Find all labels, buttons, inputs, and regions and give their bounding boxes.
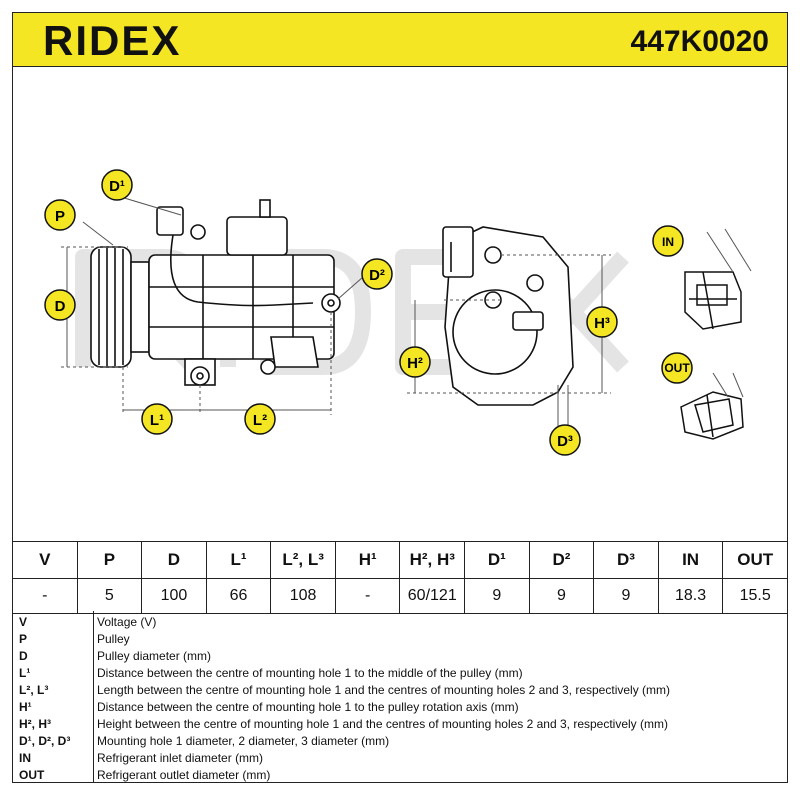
label-h2: H²: [399, 346, 431, 378]
col-header-d3: D³: [593, 541, 659, 579]
header-bar: RIDEX 447K0020: [12, 12, 788, 67]
legend-desc: Height between the centre of mounting ho…: [97, 717, 668, 731]
spec-table-header-row: V P D L¹ L², L³ H¹ H², H³ D¹ D² D³ IN OU…: [12, 541, 788, 579]
value-out: 15.5: [722, 578, 788, 614]
legend-desc: Voltage (V): [97, 615, 157, 629]
value-d: 100: [141, 578, 207, 614]
col-header-l1: L¹: [205, 541, 272, 579]
col-header-p: P: [76, 541, 143, 579]
value-h1: -: [334, 578, 401, 614]
legend-key: IN: [19, 751, 31, 765]
legend-key: H², H³: [19, 717, 51, 731]
svg-text:D¹: D¹: [109, 178, 125, 195]
legend-key: D: [19, 649, 28, 663]
legend-key: H¹: [19, 700, 32, 714]
svg-text:H²: H²: [407, 355, 423, 372]
svg-text:L²: L²: [253, 412, 267, 429]
legend-key: L², L³: [19, 683, 49, 697]
legend-desc: Distance between the centre of mounting …: [97, 666, 523, 680]
col-header-h1: H¹: [334, 541, 401, 579]
svg-text:IN: IN: [662, 235, 674, 249]
spec-table: V P D L¹ L², L³ H¹ H², H³ D¹ D² D³ IN OU…: [12, 541, 788, 614]
label-d: D: [44, 289, 76, 321]
inlet-dimension: [706, 228, 752, 273]
col-header-d: D: [141, 541, 207, 579]
value-d1: 9: [464, 578, 530, 614]
col-header-d1: D¹: [464, 541, 530, 579]
legend-desc: Distance between the centre of mounting …: [97, 700, 519, 714]
label-out: OUT: [661, 352, 693, 384]
label-p: P: [44, 199, 76, 231]
compressor-front-view: [442, 226, 574, 406]
svg-text:D: D: [55, 298, 66, 315]
legend-row: D¹, D², D³ Mounting hole 1 diameter, 2 d…: [13, 733, 789, 750]
technical-drawing: P D D¹ D² L¹ L²: [12, 67, 788, 541]
spec-table-value-row: - 5 100 66 108 - 60/121 9 9 9 18.3 15.5: [12, 578, 788, 614]
legend-row: L¹ Distance between the centre of mounti…: [13, 665, 789, 682]
svg-text:P: P: [55, 208, 65, 225]
col-header-l2-l3: L², L³: [270, 541, 336, 579]
value-h2-h3: 60/121: [399, 578, 466, 614]
outlet-dimension: [712, 372, 744, 398]
value-v: -: [12, 578, 78, 614]
svg-text:L¹: L¹: [150, 412, 164, 429]
col-header-d2: D²: [528, 541, 595, 579]
label-in: IN: [652, 225, 684, 257]
legend-row: D Pulley diameter (mm): [13, 648, 789, 665]
legend-desc: Length between the centre of mounting ho…: [97, 683, 671, 697]
value-l2-l3: 108: [270, 578, 336, 614]
legend-desc: Pulley: [97, 632, 130, 646]
svg-text:H³: H³: [594, 315, 610, 332]
svg-text:D²: D²: [369, 267, 385, 284]
legend-desc: Refrigerant inlet diameter (mm): [97, 751, 264, 765]
value-d3: 9: [593, 578, 659, 614]
svg-text:D³: D³: [557, 433, 573, 450]
legend-key: P: [19, 632, 28, 646]
legend-row: V Voltage (V): [13, 614, 789, 631]
svg-text:OUT: OUT: [664, 361, 690, 375]
legend-divider: [93, 611, 94, 782]
inlet-fitting: [684, 271, 742, 330]
legend-row: IN Refrigerant inlet diameter (mm): [13, 750, 789, 767]
label-d3: D³: [549, 424, 581, 456]
legend-desc: Refrigerant outlet diameter (mm): [97, 768, 271, 782]
value-in: 18.3: [657, 578, 724, 614]
value-p: 5: [76, 578, 143, 614]
brand-logo: RIDEX: [43, 17, 182, 64]
label-l1: L¹: [141, 403, 173, 435]
col-header-out: OUT: [722, 541, 788, 579]
legend-row: H², H³ Height between the centre of moun…: [13, 716, 789, 733]
label-h3: H³: [586, 306, 618, 338]
legend-key: D¹, D², D³: [19, 734, 71, 748]
outlet-fitting: [680, 391, 744, 440]
legend-key: V: [19, 615, 28, 629]
label-l2: L²: [244, 403, 276, 435]
label-d2: D²: [361, 258, 393, 290]
legend: V Voltage (V) P Pulley D Pulley diameter…: [12, 611, 788, 783]
legend-row: H¹ Distance between the centre of mounti…: [13, 699, 789, 716]
legend-row: L², L³ Length between the centre of moun…: [13, 682, 789, 699]
col-header-v: V: [12, 541, 78, 579]
drawing-canvas: P D D¹ D² L¹ L²: [44, 169, 752, 456]
col-header-h2-h3: H², H³: [399, 541, 466, 579]
compressor-side-view: [90, 199, 341, 386]
value-d2: 9: [528, 578, 595, 614]
label-d1: D¹: [101, 169, 133, 201]
value-l1: 66: [205, 578, 272, 614]
legend-row: OUT Refrigerant outlet diameter (mm): [13, 767, 789, 784]
legend-key: L¹: [19, 666, 31, 680]
legend-key: OUT: [19, 768, 45, 782]
legend-desc: Pulley diameter (mm): [97, 649, 212, 663]
part-number: 447K0020: [630, 25, 769, 58]
col-header-in: IN: [657, 541, 724, 579]
legend-row: P Pulley: [13, 631, 789, 648]
legend-desc: Mounting hole 1 diameter, 2 diameter, 3 …: [97, 734, 390, 748]
